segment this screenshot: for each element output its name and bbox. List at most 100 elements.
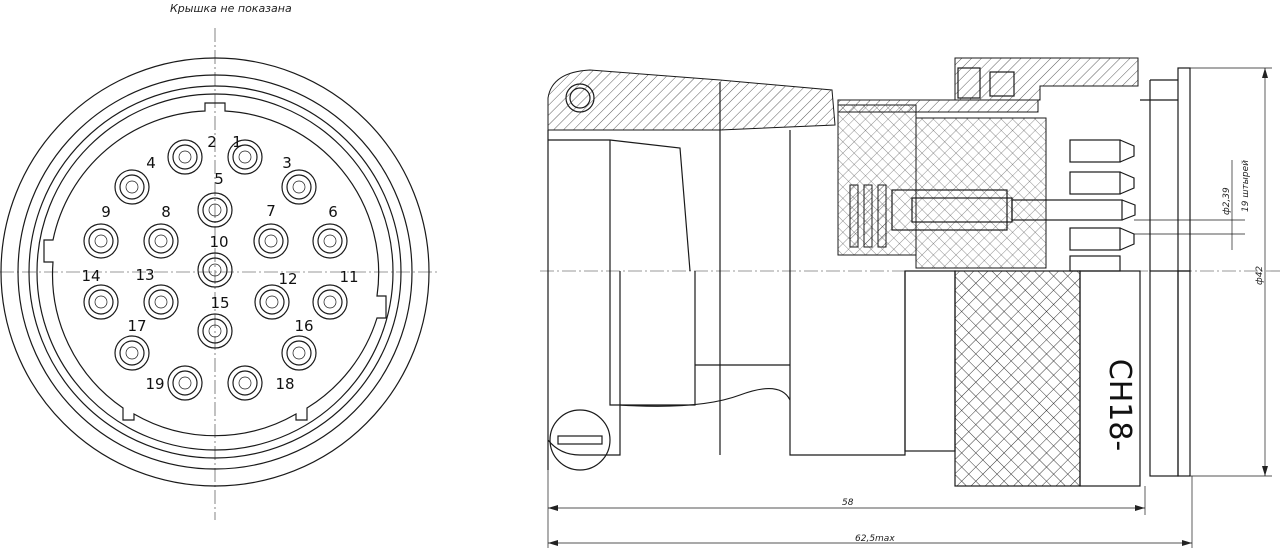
pin-outer-ring	[312, 223, 348, 259]
pin-outer-ring	[197, 313, 233, 349]
dim-length-max: 62,5max	[855, 534, 895, 544]
pin-ring	[88, 228, 114, 254]
pin-4: 4	[114, 154, 156, 205]
knurled-nut	[954, 270, 1081, 487]
pin-label: 4	[146, 154, 156, 172]
pin-5: 5	[197, 170, 233, 228]
pin-label: 6	[328, 203, 338, 221]
pin-8: 8	[143, 203, 179, 259]
lock-cam	[549, 409, 611, 471]
pin-ring	[202, 257, 228, 283]
pin-core	[94, 234, 108, 248]
lever-pivot-inner	[569, 87, 591, 109]
pin-19: 19	[145, 365, 203, 401]
pin-core	[264, 234, 278, 248]
pin-label: 11	[339, 268, 358, 286]
pin-label: 19	[145, 375, 164, 393]
pin-label: 2	[207, 133, 217, 151]
pin-2: 2	[167, 133, 217, 175]
pin-3: 3	[281, 154, 317, 205]
pin-outer-ring	[227, 139, 263, 175]
pin-13: 13	[135, 266, 179, 320]
pin-label: 17	[127, 317, 146, 335]
pin-label: 18	[275, 375, 294, 393]
pin-outer-ring	[253, 223, 289, 259]
pin-label: 13	[135, 266, 154, 284]
pin-core	[208, 263, 222, 277]
header-note: Крышка не показана	[170, 2, 292, 15]
pin-ring	[148, 228, 174, 254]
pin-core	[154, 295, 168, 309]
pin-ring	[202, 318, 228, 344]
ring-3	[28, 85, 402, 459]
pin-outer-ring	[167, 139, 203, 175]
pin-label: 5	[214, 170, 224, 188]
pin-14: 14	[81, 267, 119, 320]
pin-label: 1	[232, 133, 242, 151]
pin-outer-ring	[83, 284, 119, 320]
pin-ring	[119, 340, 145, 366]
pin-ring	[172, 144, 198, 170]
lever-pivot	[565, 83, 595, 113]
pin-core	[323, 295, 337, 309]
pin-10: 10	[197, 233, 233, 288]
pin-label: 14	[81, 267, 100, 285]
rear-housing-lower	[547, 271, 906, 470]
pin-outer-ring	[83, 223, 119, 259]
pin-18: 18	[227, 365, 295, 401]
ring-2	[17, 74, 413, 470]
insert-section	[915, 117, 1047, 269]
rear-housing	[547, 130, 791, 272]
pin-core	[178, 150, 192, 164]
dim-pin-count: 19 штырей	[1241, 160, 1251, 212]
clamp-lever	[547, 69, 836, 131]
pin-outer-ring	[167, 365, 203, 401]
pin-15: 15	[197, 294, 233, 349]
pin-label: 10	[209, 233, 228, 251]
dim-outer-diameter: ф42	[1255, 266, 1265, 285]
socket-contact	[891, 189, 1008, 231]
pin-label: 8	[161, 203, 171, 221]
pin-ring	[232, 370, 258, 396]
pin-core	[125, 180, 139, 194]
pin-ring	[119, 174, 145, 200]
side-view: СН18- 58 62,5max	[540, 57, 1280, 548]
contact-seals	[849, 184, 887, 248]
pin-label: 12	[278, 270, 297, 288]
outer-ring	[0, 57, 430, 487]
pin-core	[94, 295, 108, 309]
pin-9: 9	[83, 203, 119, 259]
pin-6: 6	[312, 203, 348, 259]
coupling-ring-section	[954, 57, 1139, 101]
pin-12: 12	[254, 270, 298, 320]
pin-core	[292, 180, 306, 194]
pin-core	[292, 346, 306, 360]
pin-label: 9	[101, 203, 111, 221]
pin-ring	[232, 144, 258, 170]
nut-top-wall	[837, 99, 1039, 113]
pin-core	[323, 234, 337, 248]
pin-outer-ring	[114, 169, 150, 205]
pin-core	[154, 234, 168, 248]
pin-outer-ring	[197, 192, 233, 228]
pin-16: 16	[281, 317, 317, 371]
pin-outer-ring	[254, 284, 290, 320]
pin-ring	[88, 289, 114, 315]
pin-ring	[148, 289, 174, 315]
pin-ring	[259, 289, 285, 315]
pin-11: 11	[312, 268, 359, 320]
pin-core	[265, 295, 279, 309]
pin-core	[178, 376, 192, 390]
pin-outer-ring	[281, 335, 317, 371]
dim-length: 58	[842, 498, 854, 508]
pin-label: 16	[294, 317, 313, 335]
pin-core	[208, 203, 222, 217]
pin-outer-ring	[227, 365, 263, 401]
pin-ring	[286, 340, 312, 366]
pin-core	[208, 324, 222, 338]
pin-label: 3	[282, 154, 292, 172]
flange-lower	[1177, 270, 1191, 477]
